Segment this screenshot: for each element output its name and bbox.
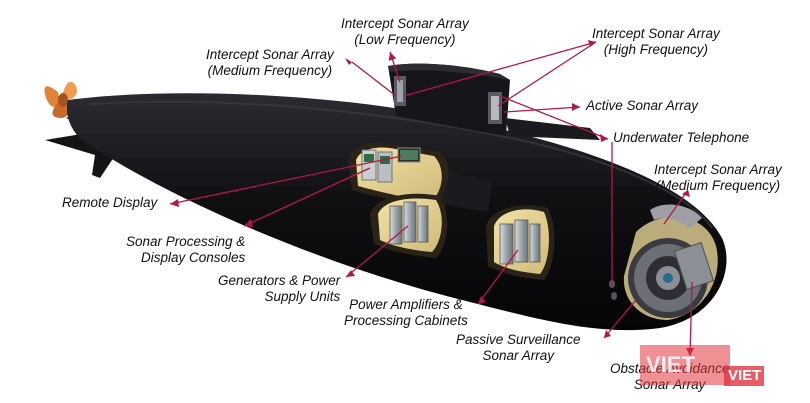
label-line: Underwater Telephone [613,130,750,145]
label-remote-display: Remote Display [62,195,157,211]
watermark-logo-small [724,366,764,386]
label-line: Intercept Sonar Array [592,26,720,41]
compartment-generators [370,193,448,258]
label-line: Sonar Array [482,348,555,363]
label-active-sonar-array: Active Sonar Array [586,98,698,114]
leader-intercept-medium-bow [663,189,689,225]
label-line: (High Frequency) [603,42,709,57]
leader-remote-display [169,155,403,205]
label-line: Generators & Power [218,273,341,288]
sail [388,63,510,136]
label-line: (Medium Frequency) [655,178,781,193]
leader-intercept-high [497,41,597,107]
label-line: Intercept Sonar Array [341,16,469,31]
label-underwater-telephone: Underwater Telephone [613,130,749,146]
bow-sonar-dome [623,204,718,320]
label-line: Display Consoles [141,250,246,265]
leader-lines [169,41,693,357]
watermark-logo [640,345,730,385]
leader-power-amplifiers [477,249,519,305]
leader-underwater-telephone [499,95,609,140]
leader-passive-surveillance [603,299,637,339]
label-passive-surveillance: Passive Surveillance Sonar Array [456,332,581,364]
leader-arrowheads [170,40,694,356]
sail-plane [505,118,600,140]
label-power-amplifiers: Power Amplifiers & Processing Cabinets [344,297,468,329]
watermark-text-small: VIET [728,367,762,384]
label-line: Power Amplifiers & [349,297,463,312]
label-line: Intercept Sonar Array [206,47,334,62]
leader-intercept-medium-top [351,61,397,97]
leader-generators [345,225,409,278]
bow-plane [436,168,492,212]
label-generators: Generators & Power Supply Units [218,273,340,305]
watermark-text: VIET [646,352,695,377]
leader-sonar-processing [243,167,371,227]
label-line: Processing Cabinets [344,313,468,328]
label-line: (Low Frequency) [354,32,456,47]
label-line: Active Sonar Array [586,98,699,113]
leader-intercept-high-2 [403,41,597,97]
label-line: (Medium Frequency) [207,63,333,78]
telephone-port [611,292,617,300]
compartment-power-amplifiers [486,205,555,280]
label-line: Remote Display [62,195,158,210]
label-intercept-sonar-medium-bow: Intercept Sonar Array (Medium Frequency) [654,162,782,194]
label-line: Sonar Processing & [126,234,246,249]
label-line: Intercept Sonar Array [654,162,782,177]
label-sonar-processing: Sonar Processing & Display Consoles [126,234,245,266]
label-line: Supply Units [264,289,341,304]
label-line: Passive Surveillance [456,332,581,347]
label-intercept-sonar-low: Intercept Sonar Array (Low Frequency) [341,16,469,48]
label-intercept-sonar-high: Intercept Sonar Array (High Frequency) [592,26,720,58]
leader-active-sonar [503,106,581,113]
label-intercept-sonar-medium-top: Intercept Sonar Array (Medium Frequency) [206,47,334,79]
leader-obstacle-avoidance [689,281,693,357]
